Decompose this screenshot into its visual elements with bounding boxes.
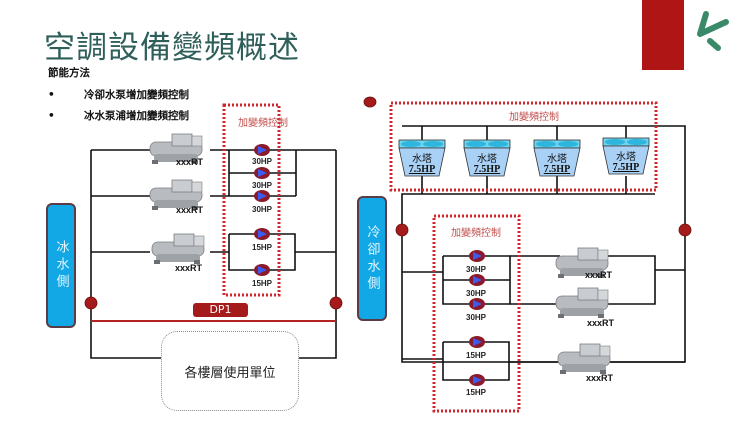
chiller-icon [555, 287, 609, 319]
bullet-item: • 冷卻水泵增加變頻控制 [48, 87, 189, 102]
control-label: 加變頻控制 [238, 118, 288, 129]
tower-name: 水塔 [547, 154, 567, 165]
temperature-sensor-icon [363, 96, 377, 108]
pipe [421, 176, 627, 194]
bullet-text: 冰水泵浦增加變頻控制 [84, 110, 189, 122]
chiller-icon [557, 343, 611, 375]
section-subtitle: 節能方法 [48, 67, 90, 79]
pump-icon [254, 264, 270, 276]
pump-icon [469, 336, 485, 348]
pump-icon [469, 298, 485, 310]
tower-hp: 7.5HP [473, 164, 501, 175]
floor-users-box: 各樓層使用單位 [161, 331, 299, 411]
bullet-item: • 冰水泵浦增加變頻控制 [48, 108, 189, 123]
tower-name: 水塔 [477, 154, 497, 165]
pump-label: 15HP [466, 351, 487, 360]
pump-label: 15HP [252, 279, 273, 288]
control-box-chilled [222, 103, 281, 297]
control-label: 加變頻控制 [451, 228, 501, 239]
temperature-sensor-icon [678, 223, 692, 237]
tower-name: 水塔 [616, 152, 636, 163]
pump-icon [469, 274, 485, 286]
control-label: 加變頻控制 [509, 112, 559, 123]
temperature-sensor-icon [329, 296, 343, 310]
leaf-logo-icon [697, 11, 729, 51]
pump-group-left [254, 144, 270, 276]
chiller-label: xxxRT [176, 157, 204, 167]
chilled-water-side-panel: 冰水側 [46, 203, 76, 328]
pump-icon [469, 374, 485, 386]
tower-hp: 7.5HP [612, 162, 640, 173]
pump-icon [254, 167, 270, 179]
chiller-label: xxxRT [587, 318, 615, 328]
pump-label: 15HP [466, 388, 487, 397]
brand-bar [642, 0, 684, 70]
page-title: 空調設備變頻概述 [44, 30, 300, 66]
pipe [228, 233, 296, 271]
pipe [90, 150, 161, 359]
control-box-towers [389, 101, 658, 192]
cooling-water-side-panel: 冷卻水側 [357, 196, 387, 321]
pump-label: 30HP [252, 205, 273, 214]
pump-label: 15HP [252, 243, 273, 252]
temperature-sensor-icon [84, 296, 98, 310]
pump-icon [254, 190, 270, 202]
pump-label: 30HP [466, 265, 487, 274]
differential-pressure-badge: DP1 [193, 303, 248, 317]
chiller-label: xxxRT [175, 263, 203, 273]
pump-icon [254, 228, 270, 240]
pipe [421, 126, 627, 140]
pipe [402, 341, 510, 381]
pump-label: 30HP [466, 313, 487, 322]
tower-name: 水塔 [412, 154, 432, 165]
chiller-icon [151, 233, 205, 265]
pump-group-right [469, 250, 485, 386]
tower-hp: 7.5HP [408, 164, 436, 175]
pump-label: 30HP [252, 157, 273, 166]
chiller-label: xxxRT [585, 270, 613, 280]
tower-hp: 7.5HP [543, 164, 571, 175]
pump-label: 30HP [252, 181, 273, 190]
bullet-dot-icon: • [48, 89, 55, 101]
chiller-label: xxxRT [176, 205, 204, 215]
pump-icon [254, 144, 270, 156]
bullet-dot-icon: • [48, 110, 55, 122]
temperature-sensor-icon [395, 223, 409, 237]
pipe [402, 255, 511, 305]
pump-icon [469, 250, 485, 262]
chiller-label: xxxRT [586, 373, 614, 383]
bullet-text: 冷卻水泵增加變頻控制 [84, 89, 189, 101]
pump-label: 30HP [466, 289, 487, 298]
pipe [297, 150, 337, 359]
